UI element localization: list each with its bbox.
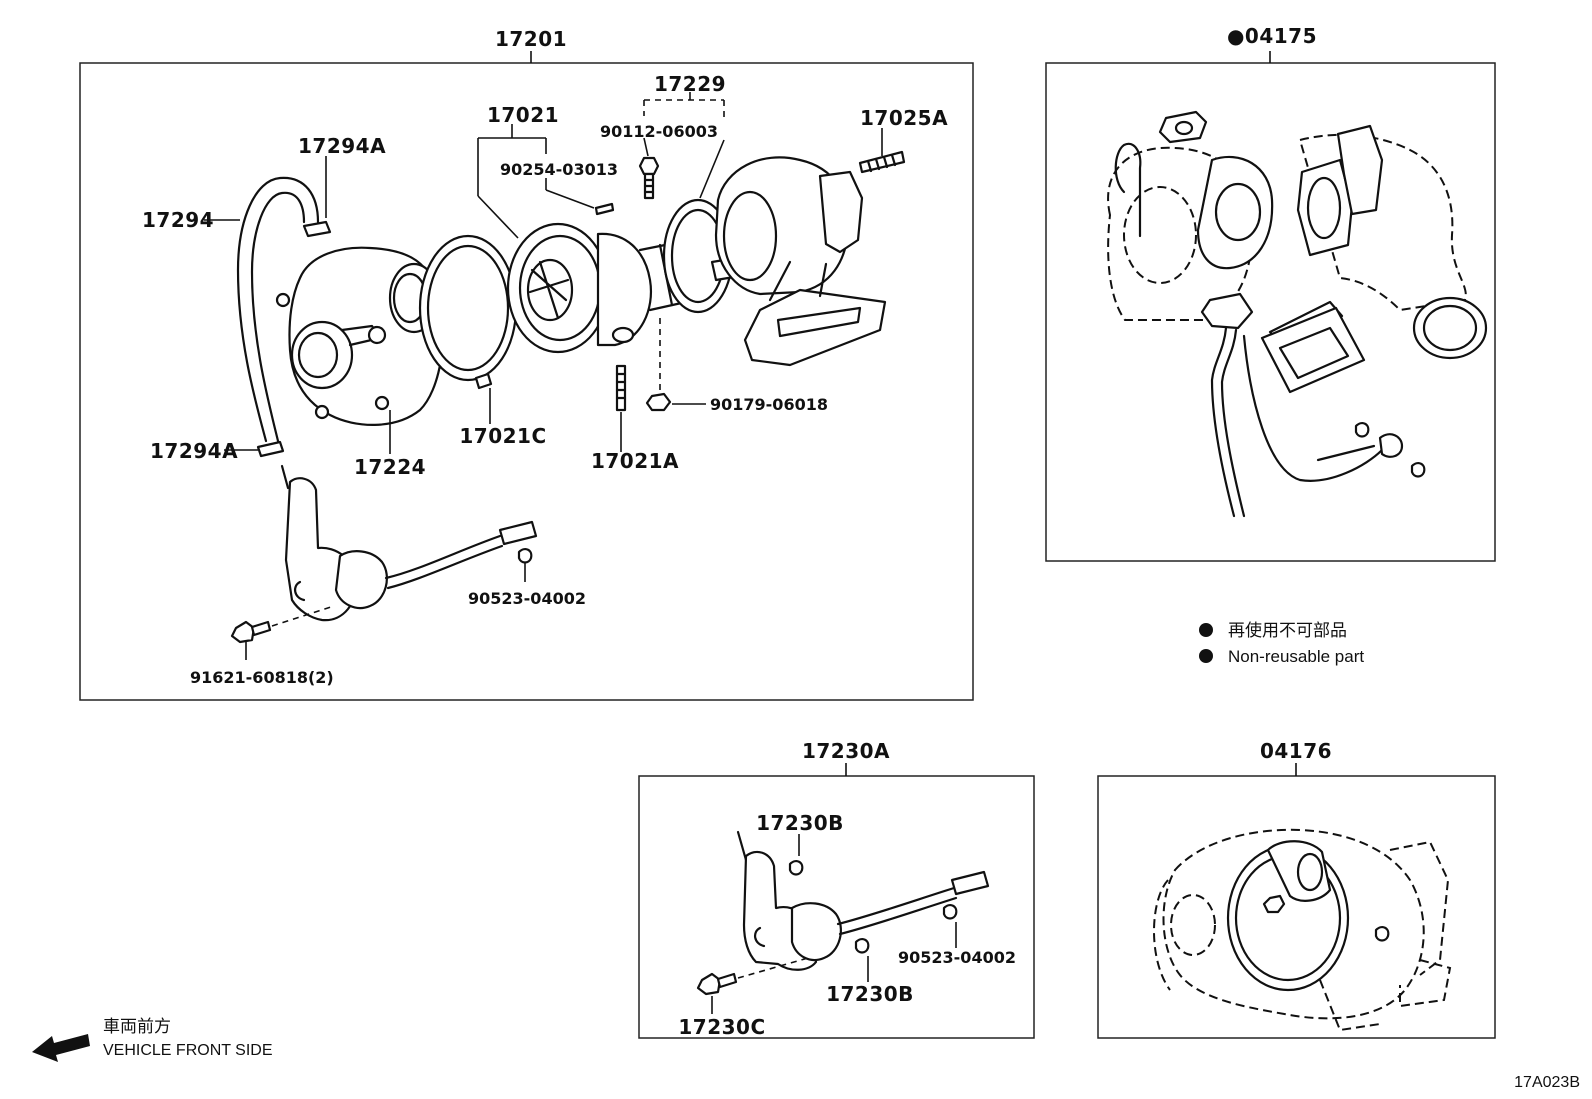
cartridge-drawing — [506, 222, 610, 354]
label-90179-06018: 90179-06018 — [710, 395, 828, 414]
gasket-kit-drawing — [1107, 110, 1488, 518]
label-17224: 17224 — [354, 455, 426, 479]
label-90112-06003: 90112-06003 — [600, 122, 718, 141]
pin-90254-drawing — [594, 202, 615, 216]
label-17294a-top: 17294A — [298, 134, 386, 158]
legend-bullet-en — [1199, 649, 1213, 663]
front-direction-en: VEHICLE FRONT SIDE — [103, 1042, 273, 1059]
group-title-gasket-kit: ●04175 — [1227, 24, 1317, 48]
label-90523-04002-actuator: 90523-04002 — [898, 948, 1016, 967]
stud-17021a-drawing — [615, 364, 627, 412]
label-17229: 17229 — [654, 72, 726, 96]
legend-text-en: Non-reusable part — [1228, 647, 1364, 666]
group-title-turbocharger-assy: 17201 — [495, 27, 567, 51]
legend-bullet-jp — [1199, 623, 1213, 637]
label-90523-04002-main: 90523-04002 — [468, 589, 586, 608]
vehicle-front-arrow-icon — [32, 1034, 90, 1062]
label-17021c: 17021C — [459, 424, 546, 448]
actuator-assembly-frame — [638, 775, 1035, 1039]
label-17025a: 17025A — [860, 106, 948, 130]
label-17294: 17294 — [142, 208, 214, 232]
hose-clip-top-drawing — [302, 220, 332, 238]
label-17230b-top: 17230B — [756, 811, 844, 835]
label-91621-60818: 91621-60818(2) — [190, 668, 334, 687]
bolt-91621-drawing — [230, 620, 256, 644]
label-17294a-bottom: 17294A — [150, 439, 238, 463]
hose-clip-bottom-drawing — [256, 440, 285, 458]
figure-code: 17A023B — [1514, 1074, 1580, 1091]
group-title-actuator-assy: 17230A — [802, 739, 890, 763]
oil-hose-drawing — [236, 176, 320, 443]
label-17230c: 17230C — [678, 1015, 765, 1039]
label-17021a: 17021A — [591, 449, 679, 473]
label-17021: 17021 — [487, 103, 559, 127]
nut-90179-drawing — [645, 392, 672, 412]
label-90254-03013: 90254-03013 — [500, 160, 618, 179]
turbine-kit-drawing — [1153, 828, 1452, 1032]
front-direction-jp: 車両前方 — [103, 1017, 171, 1036]
turbo-assembly-frame — [79, 62, 974, 701]
bolt-90112-drawing — [638, 156, 660, 176]
label-17230b-bottom: 17230B — [826, 982, 914, 1006]
actuator-assembly-drawing — [696, 830, 990, 996]
backplate-ring-drawing — [418, 234, 518, 382]
group-title-turbine-kit: 04176 — [1260, 739, 1332, 763]
legend-text-jp: 再使用不可部品 — [1228, 620, 1347, 640]
